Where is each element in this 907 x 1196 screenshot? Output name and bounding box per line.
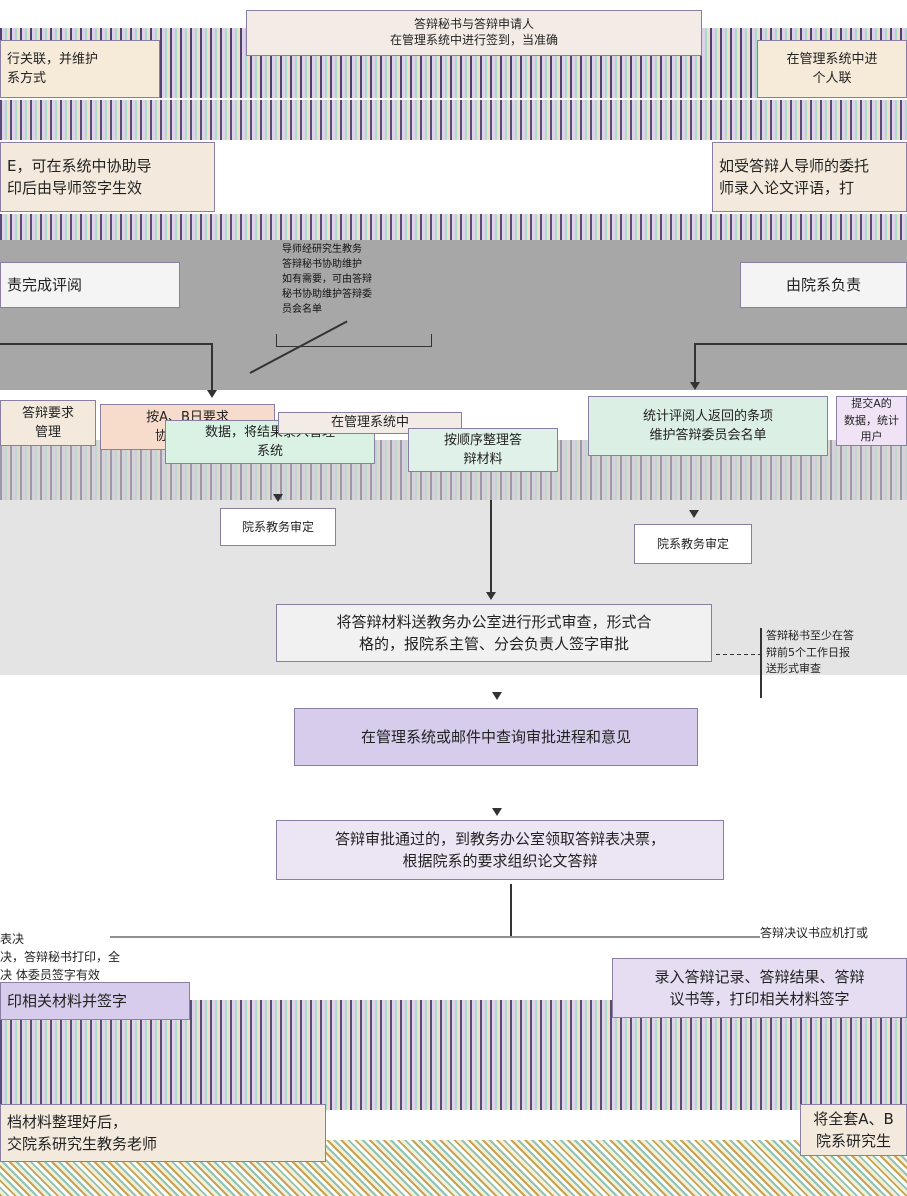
bottom-right-final-box: 将全套A、B 院系研究生 bbox=[800, 1104, 907, 1156]
review-box-2: 院系教务审定 bbox=[634, 524, 752, 564]
row4-box-7: 提交A的 数据，统计用户 bbox=[836, 396, 907, 446]
note-bracket-bottom bbox=[276, 346, 432, 347]
row3-gray-note: 导师经研究生教务 答辩秘书协助维护 如有需要，可由答辩 秘书协助维护答辩委 员会… bbox=[282, 244, 372, 315]
top-center-box: 答辩秘书与答辩申请人 在管理系统中进行签到，当准确 bbox=[246, 10, 702, 56]
arrow-left bbox=[207, 390, 217, 398]
bottom-right-box: 录入答辩记录、答辩结果、答辩 议书等，打印相关材料签字 bbox=[612, 958, 907, 1018]
row3-right-box: 由院系负责 bbox=[740, 262, 907, 308]
note-bracket-left bbox=[276, 334, 277, 346]
review-box-1: 院系教务审定 bbox=[220, 508, 336, 546]
row2-left-box: E，可在系统中协助导 印后由导师签字生效 bbox=[0, 142, 215, 212]
note-bracket-right bbox=[431, 334, 432, 346]
row2-right-box: 如受答辩人导师的委托 师录入论文评语，打 bbox=[712, 142, 907, 212]
stripe-band-2 bbox=[0, 100, 907, 140]
connector-h-right bbox=[694, 343, 907, 345]
row4-box-6: 统计评阅人返回的条项 维护答辩委员会名单 bbox=[588, 396, 828, 456]
bottom-h bbox=[110, 936, 760, 938]
submit-box: 将答辩材料送教务办公室进行形式审查，形式合 格的，报院系主管、分会负责人签字审批 bbox=[276, 604, 712, 662]
side-note-dash bbox=[716, 654, 760, 655]
top-center-line3: 在管理系统中进行签到，当准确 bbox=[389, 33, 558, 47]
bottom-left-note: 表决 决，答辩秘书打印，全 决 体委员签字有效 bbox=[0, 932, 121, 982]
connector-h-left bbox=[0, 343, 212, 345]
top-right-box: 在管理系统中进 个人联 bbox=[757, 40, 907, 98]
row3-left-box: 责完成评阅 bbox=[0, 262, 180, 308]
connector-v-right bbox=[694, 343, 696, 383]
query-box: 在管理系统或邮件中查询审批进程和意见 bbox=[294, 708, 698, 766]
bottom-v bbox=[510, 884, 512, 936]
row4-box-5: 按顺序整理答 辩材料 bbox=[408, 428, 558, 472]
arrow-review1 bbox=[273, 494, 283, 502]
side-note-bar bbox=[760, 628, 762, 698]
arrow-approval bbox=[492, 808, 502, 816]
center-line-1 bbox=[490, 500, 492, 594]
top-left-box: 行关联，并维护 系方式 bbox=[0, 40, 160, 98]
arrow-review2 bbox=[689, 510, 699, 518]
connector-v-left bbox=[211, 343, 213, 391]
side-note: 答辩秘书至少在答 辩前5个工作日报 送形式审查 bbox=[766, 629, 854, 675]
top-center-line1: 答辩秘书与答辩申请人 bbox=[413, 17, 534, 32]
arrow-query bbox=[492, 692, 502, 700]
bottom-left-box: 印相关材料并签字 bbox=[0, 982, 190, 1020]
approval-box: 答辩审批通过的，到教务办公室领取答辩表决票， 根据院系的要求组织论文答辩 bbox=[276, 820, 724, 880]
bottom-left-final-box: 档材料整理好后， 交院系研究生教务老师 bbox=[0, 1104, 326, 1162]
row4-box-1: 答辩要求 管理 bbox=[0, 400, 96, 446]
arrow-right bbox=[690, 382, 700, 390]
arrow-submit bbox=[486, 592, 496, 600]
bottom-top-right-note: 答辩决议书应机打或 bbox=[760, 926, 869, 940]
